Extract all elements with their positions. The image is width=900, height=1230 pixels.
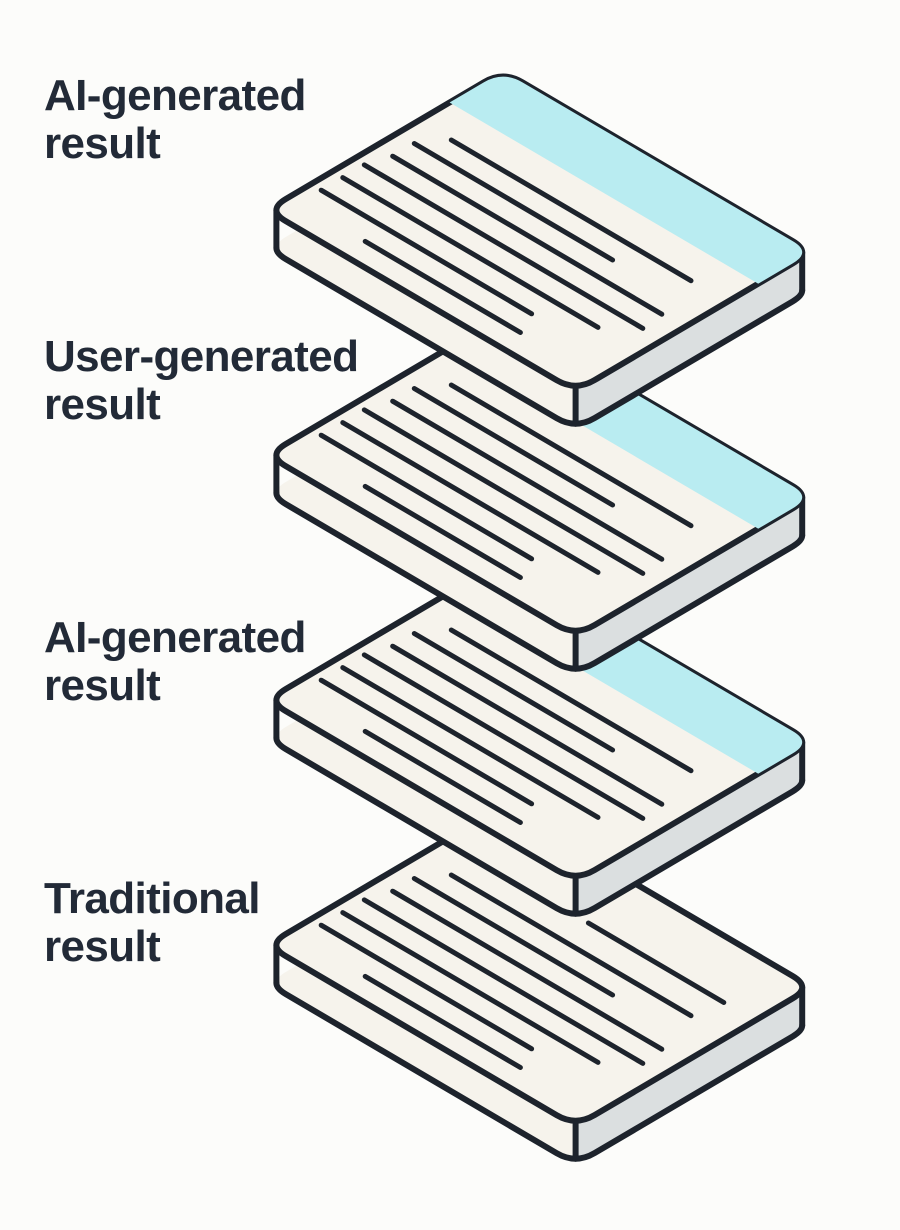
text-line: [362, 483, 523, 580]
text-line: [411, 386, 616, 508]
text-line: [361, 652, 646, 821]
text-line: [411, 141, 616, 263]
text-line: [340, 420, 601, 575]
text-line: [361, 407, 646, 576]
text-line: [361, 162, 646, 331]
card-right-side-face: [575, 497, 803, 669]
text-line: [318, 677, 535, 807]
text-line: [390, 888, 665, 1052]
text-line: [340, 665, 601, 820]
text-line: [318, 187, 535, 317]
text-line: [318, 432, 535, 562]
text-line: [362, 973, 523, 1070]
text-line: [448, 627, 694, 774]
text-line: [390, 153, 665, 317]
label-user-generated-result: User-generated result: [44, 332, 359, 429]
text-line: [448, 137, 694, 284]
text-line: [362, 728, 523, 825]
text-line: [411, 876, 616, 998]
text-line: [390, 643, 665, 807]
text-line: [340, 175, 601, 330]
text-line: [318, 922, 535, 1052]
card-right-side-face: [575, 252, 803, 424]
label-traditional-result: Traditional result: [44, 874, 260, 971]
text-line: [340, 910, 601, 1065]
text-line: [411, 631, 616, 753]
text-line: [448, 872, 694, 1019]
text-line: [585, 920, 727, 1005]
highlight-stripe: [415, 76, 803, 305]
text-line: [362, 238, 523, 335]
text-line: [448, 382, 694, 529]
label-ai-generated-result-1: AI-generated result: [44, 71, 306, 168]
result-card-1: [273, 73, 806, 427]
label-ai-generated-result-2: AI-generated result: [44, 613, 306, 710]
card-right-side-face: [575, 742, 803, 914]
card-right-side-face: [575, 987, 803, 1159]
result-card-2: [273, 318, 806, 672]
text-line: [390, 398, 665, 562]
result-card-4: [273, 808, 806, 1162]
text-line: [361, 897, 646, 1066]
